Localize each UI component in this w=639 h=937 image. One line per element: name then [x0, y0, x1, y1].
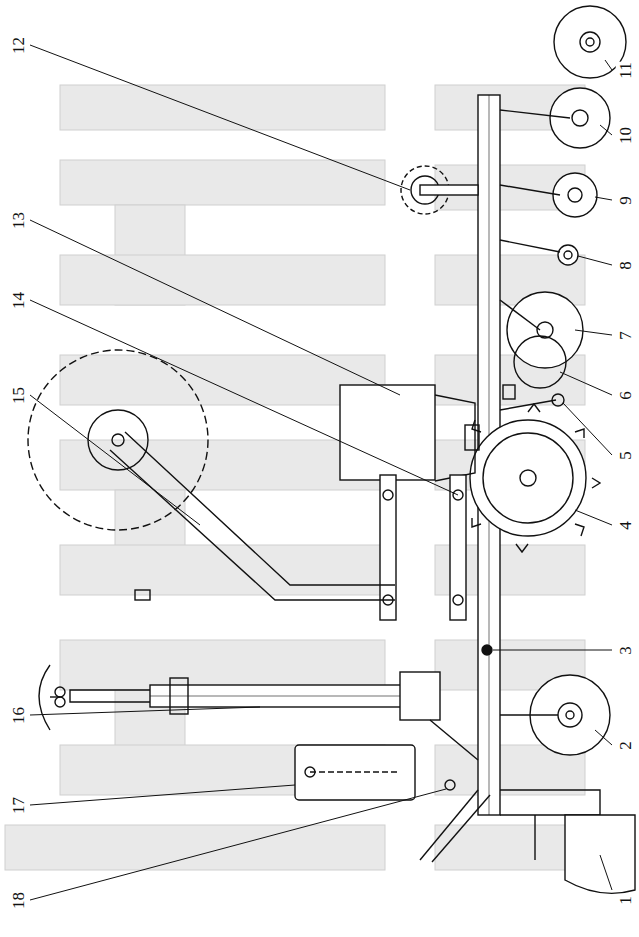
callout-text: 17 — [9, 796, 28, 815]
machine-outline — [28, 6, 635, 893]
callout-text: 8 — [616, 260, 635, 271]
callout-number: 8 — [620, 256, 631, 275]
callout-text: 5 — [616, 450, 635, 461]
callout-number: 4 — [620, 516, 631, 535]
callout-number: 7 — [620, 326, 631, 345]
callout-number: 10 — [616, 126, 635, 145]
callout-text: 1 — [616, 895, 635, 906]
callout-text: 11 — [616, 61, 635, 79]
callout-number: 17 — [9, 796, 28, 815]
callout-text: 12 — [9, 36, 28, 55]
callout-number: 2 — [620, 736, 631, 755]
callout-text: 10 — [616, 126, 635, 145]
callout-text: 3 — [616, 645, 635, 656]
callout-number: 13 — [9, 211, 28, 230]
callout-text: 9 — [616, 195, 635, 206]
callout-number: 9 — [620, 191, 631, 210]
callout-text: 18 — [9, 891, 28, 910]
callout-text: 16 — [9, 706, 28, 725]
watermark — [5, 85, 585, 870]
callout-number: 16 — [9, 706, 28, 725]
callout-number: 1 — [620, 891, 631, 910]
callout-text: 14 — [9, 291, 28, 310]
callout-number: 5 — [620, 446, 631, 465]
callout-text: 7 — [616, 330, 635, 341]
callout-text: 6 — [616, 390, 635, 401]
callout-number: 3 — [620, 641, 631, 660]
callout-text: 15 — [9, 386, 28, 405]
leader-lines — [30, 45, 612, 900]
callout-text: 2 — [616, 740, 635, 751]
callout-text: 13 — [9, 211, 28, 230]
callout-number: 15 — [9, 386, 28, 405]
callout-number: 12 — [9, 36, 28, 55]
callout-number: 18 — [9, 891, 28, 910]
callout-number: 6 — [620, 386, 631, 405]
callout-number: 11 — [616, 61, 634, 80]
callout-number: 14 — [9, 291, 28, 310]
callout-text: 4 — [616, 520, 635, 531]
